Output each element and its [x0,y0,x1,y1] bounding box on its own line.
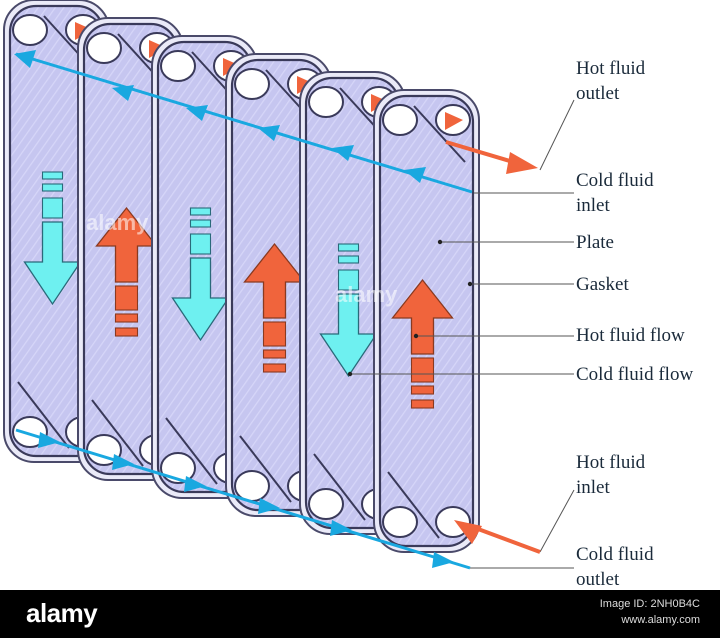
leader-dot-icon [413,333,419,339]
port-hole-icon [308,488,344,520]
gasket-divider [91,399,144,467]
label-line: outlet [576,569,620,590]
cold-flow-segment [189,207,212,216]
label-line: Hot fluid [576,58,646,79]
gasket-divider [239,435,292,503]
cold-outlet-arrowhead-icon [258,498,280,514]
cold-flow-segment [41,183,64,192]
footer-logo: alamy [26,598,98,628]
hot-flow-segment [114,313,139,323]
hot-flow-segment [114,327,139,337]
cold-flow-arrow-icon [171,257,230,342]
hot-inlet-arrowhead-icon [454,520,482,544]
cold-inlet-arrowhead-icon [14,50,36,68]
cold-inlet-arrowhead-icon [404,167,426,183]
cold-flow-segment [41,197,64,219]
cold-inlet-arrowhead-icon [258,125,280,141]
cold-outlet-arrowhead-icon [432,552,454,568]
leader-hot-fluid-outlet [539,99,575,171]
port-hole-icon [86,32,122,64]
label-cold-fluid-inlet: Cold fluid inlet [576,168,654,218]
hot-flow-segment [262,321,287,347]
label-line: Hot fluid [576,452,646,473]
watermark-text: alamy [86,210,149,235]
label-line: outlet [576,83,620,104]
hot-outlet-arrowhead-icon [506,152,538,174]
cold-flow-arrow-icon [319,293,378,378]
cold-flow-segment [337,243,360,252]
cold-outlet-flow-line [15,428,471,570]
label-line: Cold fluid [576,170,654,191]
gasket-divider [17,381,70,449]
label-plate: Plate [576,232,614,253]
footer-bar: alamy Image ID: 2NH0B4C www.alamy.com [0,590,720,638]
cold-outlet-arrowhead-icon [112,454,134,470]
cold-inlet-arrowhead-icon [332,145,354,161]
port-hole-icon [382,104,418,136]
leader-dot-icon [467,281,473,287]
label-gasket: Gasket [576,274,629,295]
watermark-text: alamy [335,282,398,307]
label-hot-fluid-flow: Hot fluid flow [576,325,685,346]
hot-outlet-flow-line [445,140,521,166]
cold-outlet-arrowhead-icon [330,520,352,536]
plates-layer [3,0,480,553]
image-code: Image ID: 2NH0B4C [599,598,700,610]
label-line: Cold fluid [576,544,654,565]
hot-flow-segment [262,349,287,359]
label-hot-fluid-inlet: Hot fluid inlet [576,450,645,500]
hot-flow-segment [114,285,139,311]
gasket-divider [387,471,440,539]
port-hole-icon [160,50,196,82]
port-hole-icon [12,14,48,46]
port-hole-icon [382,506,418,538]
hot-flow-segment [410,357,435,383]
cold-outlet-arrowhead-icon [38,432,60,448]
hot-flow-segment [410,399,435,409]
hot-flow-segment [410,385,435,395]
port-hole-icon [308,86,344,118]
leader-hot-fluid-inlet [539,489,575,553]
cold-flow-segment [41,171,64,180]
label-hot-fluid-outlet: Hot fluid outlet [576,56,645,106]
cold-flow-segment [189,219,212,228]
port-hole-icon [12,416,48,448]
label-line: inlet [576,477,610,498]
port-hole-icon [234,470,270,502]
heat-plate [373,89,480,553]
cold-outlet-arrowhead-icon [184,476,206,492]
label-line: inlet [576,195,610,216]
hot-flow-segment [262,363,287,373]
label-cold-fluid-flow: Cold fluid flow [576,364,694,385]
gasket-divider [413,105,466,163]
gasket-divider [313,453,366,521]
cold-flow-segment [337,255,360,264]
leader-dot-icon [437,239,443,245]
cold-inlet-arrowhead-icon [186,105,208,121]
hot-inlet-flow-line [469,524,541,554]
cold-flow-segment [189,233,212,255]
cold-flow-arrow-icon [23,221,82,306]
gasket-divider [165,417,218,485]
hot-flow-arrow-icon [391,278,454,355]
leader-lines [347,99,575,569]
site-url: www.alamy.com [621,614,700,626]
port-hole-icon [86,434,122,466]
plate-heat-exchanger-diagram [3,0,575,570]
cold-inlet-flow-line [15,52,473,194]
flow-lines [14,50,541,570]
cold-inlet-arrowhead-icon [112,85,134,101]
leader-dot-icon [347,371,353,377]
port-hole-icon [234,68,270,100]
hot-port-flag-icon [445,112,463,130]
cold-flow-segment [337,269,360,291]
label-cold-fluid-outlet: Cold fluid outlet [576,542,654,592]
